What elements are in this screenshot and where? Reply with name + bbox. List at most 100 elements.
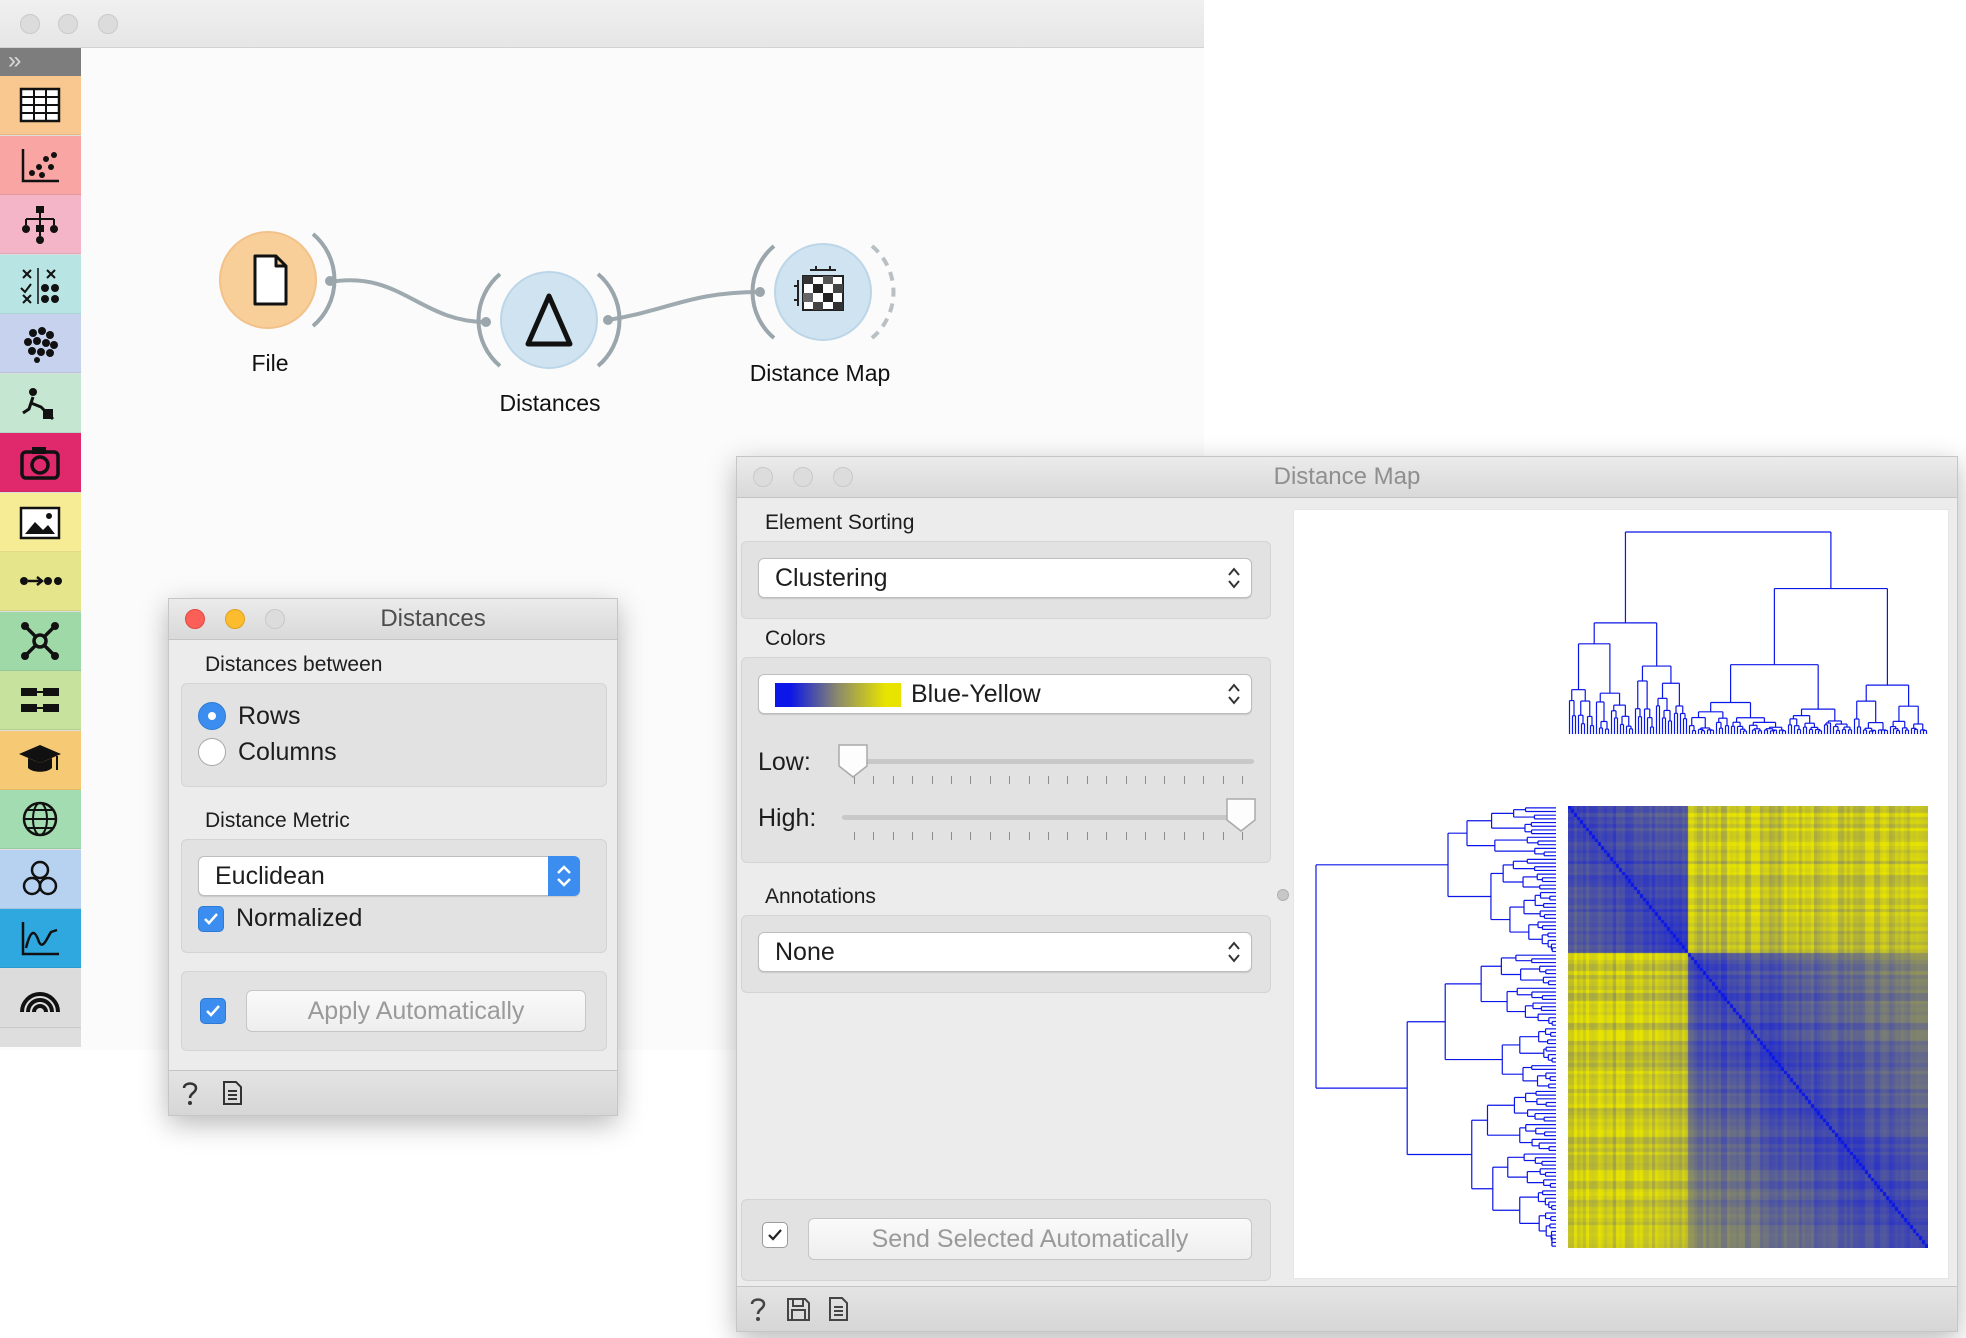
color-scheme-combo[interactable]: Blue-Yellow xyxy=(758,674,1252,714)
high-slider-handle[interactable] xyxy=(1224,796,1258,834)
network-icon xyxy=(21,621,59,660)
globe-icon xyxy=(22,801,58,837)
metric-value: Euclidean xyxy=(215,862,325,890)
slider-tick xyxy=(912,832,914,840)
toolbox-category-model[interactable] xyxy=(0,195,81,254)
slider-tick xyxy=(1145,832,1146,840)
slider-tick xyxy=(1203,832,1205,840)
slider-tick xyxy=(1028,776,1030,784)
chevron-updown-icon xyxy=(1228,567,1240,589)
sorting-combo[interactable]: Clustering xyxy=(758,558,1252,598)
distances-statusbar xyxy=(169,1070,617,1115)
line-chart-icon xyxy=(21,922,59,956)
chevron-updown-icon xyxy=(548,856,580,896)
toolbox-category-data[interactable] xyxy=(0,76,81,135)
distance-heatmap[interactable] xyxy=(1568,806,1928,1248)
slider-tick xyxy=(1183,832,1185,840)
distance-map-titlebar: Distance Map xyxy=(737,457,1957,498)
slider-tick xyxy=(931,776,933,784)
blocks-icon xyxy=(21,688,59,712)
color-scheme-value: Blue-Yellow xyxy=(911,680,1041,708)
column-dendrogram xyxy=(1315,531,1928,1247)
toolbox-category-spectroscopy[interactable] xyxy=(0,909,81,968)
slider-tick xyxy=(1067,832,1069,840)
splitter-handle[interactable] xyxy=(1277,889,1289,901)
slider-tick xyxy=(951,776,952,784)
send-selected-automatically-checkbox[interactable] xyxy=(762,1222,788,1248)
toolbox-category-education[interactable] xyxy=(0,730,81,790)
toolbox-category-bioinformatics[interactable] xyxy=(0,849,81,909)
distance-metric-box: Euclidean Normalized xyxy=(181,839,607,953)
rows-radio[interactable] xyxy=(198,702,226,730)
help-icon[interactable] xyxy=(745,1295,771,1323)
apply-automatically-checkbox[interactable] xyxy=(200,998,226,1024)
low-slider-track[interactable] xyxy=(842,759,1254,764)
slider-tick xyxy=(1164,776,1166,784)
workflow-canvas[interactable] xyxy=(0,0,1204,460)
toolbox-category-time-series[interactable] xyxy=(0,552,81,611)
normalized-checkbox[interactable] xyxy=(198,906,224,932)
apply-box: Apply Automatically xyxy=(181,971,607,1051)
high-slider-track[interactable] xyxy=(842,815,1254,820)
annotations-combo[interactable]: None xyxy=(758,932,1252,972)
link-distances-distance-map[interactable] xyxy=(607,290,761,322)
toolbox-category-geo[interactable] xyxy=(0,790,81,849)
close-button[interactable] xyxy=(185,609,205,629)
columns-radio[interactable] xyxy=(198,738,226,766)
help-icon[interactable] xyxy=(177,1079,203,1107)
slider-tick xyxy=(1164,832,1166,840)
toolbox-category-prototypes[interactable] xyxy=(0,671,81,730)
toolbox-category-network[interactable] xyxy=(0,611,81,671)
minimize-button[interactable] xyxy=(58,14,78,34)
slider-tick xyxy=(1203,776,1205,784)
distance-map-plot[interactable] xyxy=(1293,509,1949,1279)
slider-tick xyxy=(1086,776,1088,784)
file-node[interactable] xyxy=(210,226,340,336)
rainbow-icon xyxy=(20,991,60,1012)
scatter-plot-icon xyxy=(21,148,59,182)
toolbox-category-educational[interactable] xyxy=(0,373,81,433)
normalized-label: Normalized xyxy=(236,904,363,932)
slider-tick xyxy=(873,776,875,784)
apply-automatically-button[interactable]: Apply Automatically xyxy=(246,990,586,1032)
save-image-icon[interactable] xyxy=(785,1295,811,1323)
toolbox-category-single-cell[interactable] xyxy=(0,968,81,1028)
element-sorting-label: Element Sorting xyxy=(765,511,915,534)
low-label: Low: xyxy=(758,748,811,776)
slider-tick xyxy=(1222,776,1224,784)
sorting-value: Clustering xyxy=(775,564,888,592)
send-selected-automatically-button[interactable]: Send Selected Automatically xyxy=(808,1218,1252,1260)
widget-toolbox: » xyxy=(0,48,81,1047)
slider-tick xyxy=(912,776,914,784)
report-icon[interactable] xyxy=(219,1079,245,1107)
close-button[interactable] xyxy=(753,467,773,487)
toolbox-category-unsupervised[interactable] xyxy=(0,314,81,373)
toolbox-category-evaluate[interactable] xyxy=(0,254,81,314)
toolbox-category-image-viewer[interactable] xyxy=(0,492,81,552)
report-icon[interactable] xyxy=(825,1295,851,1323)
low-slider-handle[interactable] xyxy=(836,742,870,780)
slider-tick xyxy=(989,776,991,784)
toolbox-category-image-analytics[interactable] xyxy=(0,433,81,492)
distance-map-node[interactable] xyxy=(748,236,898,348)
send-box: Send Selected Automatically xyxy=(741,1199,1271,1281)
distances-between-label: Distances between xyxy=(205,653,383,676)
distance-metric-label: Distance Metric xyxy=(205,809,350,832)
expand-toolbox-icon[interactable]: » xyxy=(0,48,81,76)
close-button[interactable] xyxy=(20,14,40,34)
minimize-button[interactable] xyxy=(793,467,813,487)
zoom-button[interactable] xyxy=(833,467,853,487)
table-icon xyxy=(19,87,61,123)
slider-tick xyxy=(854,776,855,784)
minimize-button[interactable] xyxy=(225,609,245,629)
colors-box: Blue-Yellow Low: High: xyxy=(741,657,1271,863)
metric-combo[interactable]: Euclidean xyxy=(198,856,580,896)
distances-node[interactable] xyxy=(474,264,624,376)
link-file-distances[interactable] xyxy=(329,278,487,324)
toolbox-category-visualize[interactable] xyxy=(0,135,81,195)
slider-tick xyxy=(1222,832,1224,840)
annotations-value: None xyxy=(775,938,835,966)
zoom-button[interactable] xyxy=(265,609,285,629)
zoom-button[interactable] xyxy=(98,14,118,34)
chevron-updown-icon xyxy=(1228,941,1240,963)
